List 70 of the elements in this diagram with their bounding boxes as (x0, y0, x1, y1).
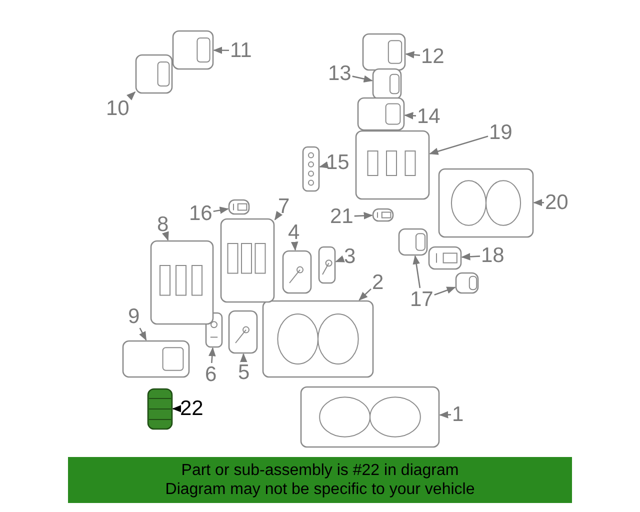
part-drawing (300, 386, 440, 448)
leader-line (439, 411, 452, 418)
leader-line (434, 286, 456, 296)
leader-line (358, 288, 372, 301)
part-drawing (372, 68, 402, 100)
callout-number: 12 (421, 46, 444, 67)
part-drawing (455, 272, 479, 294)
callout-number: 9 (128, 306, 140, 327)
callout-number: 8 (157, 214, 169, 235)
part-drawing (122, 340, 190, 378)
part-drawing (220, 218, 275, 303)
leader-line (354, 212, 373, 220)
part-drawing (150, 240, 214, 325)
part-drawing (282, 250, 312, 294)
part-drawing (372, 208, 394, 222)
part-drawing (262, 300, 374, 378)
callout-number: 1 (452, 404, 464, 425)
callout-number: 13 (328, 63, 352, 84)
callout-number: 15 (326, 152, 350, 173)
leader-line (213, 206, 229, 214)
part-drawing (302, 146, 320, 192)
part-drawing (135, 54, 173, 94)
part-drawing (172, 30, 214, 70)
callout-number: 14 (417, 106, 440, 127)
part-drawing (318, 246, 336, 284)
leader-line (213, 46, 229, 54)
highlighted-part-drawing (147, 388, 173, 430)
callout-number: 22 (180, 398, 204, 419)
leader-line (352, 75, 373, 82)
leader-line (208, 347, 216, 364)
notice-banner (68, 457, 572, 503)
leader-line (126, 91, 136, 100)
callout-number: 17 (410, 289, 434, 310)
part-drawing (228, 199, 250, 215)
leader-line (533, 198, 544, 206)
part-drawing (428, 246, 462, 270)
callout-number: 20 (545, 192, 568, 213)
leader-line (429, 136, 488, 155)
callout-number: 21 (330, 206, 354, 227)
notice-text: Part or sub-assembly is #22 in diagram (181, 461, 459, 480)
leader-line (335, 255, 345, 262)
leader-line (139, 328, 147, 341)
callout-number: 16 (189, 203, 212, 224)
callout-number: 5 (238, 362, 250, 383)
leader-line (404, 112, 416, 120)
part-drawing (357, 97, 405, 131)
leader-line (240, 353, 248, 362)
part-drawing (355, 130, 430, 200)
part-drawing (398, 228, 428, 256)
leader-line (461, 253, 480, 260)
notice-text: Diagram may not be specific to your vehicle (165, 480, 475, 499)
leader-line (162, 231, 169, 241)
leader-line (319, 161, 329, 168)
callout-number: 4 (288, 222, 300, 243)
leader-line (290, 242, 298, 251)
callout-number: 6 (205, 364, 217, 385)
leader-line (405, 51, 420, 58)
part-drawing (362, 33, 406, 71)
callout-number: 3 (344, 246, 356, 267)
callout-number: 18 (481, 245, 504, 266)
callout-number: 11 (230, 40, 252, 61)
callout-number: 7 (278, 196, 290, 217)
leader-line (172, 405, 182, 412)
callout-number: 10 (106, 98, 130, 119)
callout-number: 19 (489, 122, 512, 143)
leader-line (412, 255, 421, 288)
leader-line (274, 210, 283, 220)
part-drawing (438, 168, 534, 238)
part-drawing (228, 310, 258, 354)
callout-number: 2 (372, 272, 384, 293)
